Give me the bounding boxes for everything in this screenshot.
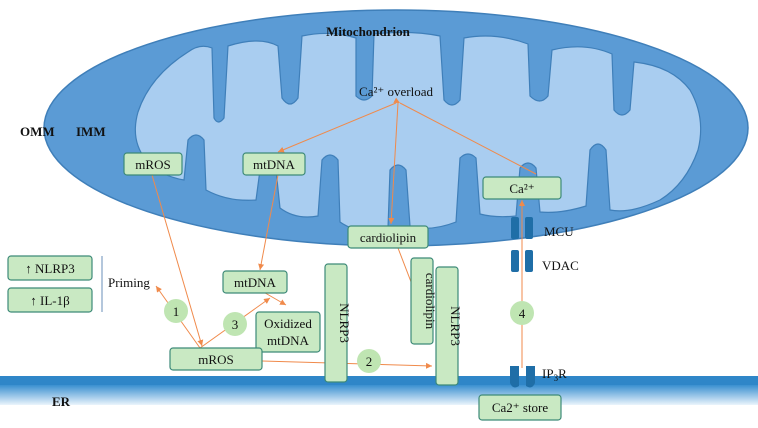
mcu-label: MCU xyxy=(544,224,574,239)
ca-store-text: Ca2⁺ store xyxy=(492,400,549,415)
cardiolipin-imm-box xyxy=(347,225,429,249)
omm-label: OMM xyxy=(20,124,55,139)
vdac-label: VDAC xyxy=(542,258,579,273)
nlrp3-up-box xyxy=(7,255,93,281)
step-4-circle xyxy=(510,301,534,325)
er-label: ER xyxy=(52,394,71,409)
step-3-label: 3 xyxy=(232,317,239,332)
cardiolipin-vert-text: cardiolipin xyxy=(423,273,438,330)
nlrp3-a-text: NLRP3 xyxy=(337,303,352,343)
mros-mito-text: mROS xyxy=(135,157,170,172)
mtdna-mid-box xyxy=(222,270,288,294)
er-membrane xyxy=(0,376,758,385)
nlrp3-a-box xyxy=(324,263,348,383)
step-1-circle xyxy=(164,299,188,323)
step-4-label: 4 xyxy=(519,306,526,321)
mitochondrion-title: Mitochondrion xyxy=(326,24,411,39)
ip3r-channel-icon xyxy=(510,366,535,388)
mtdna-mito-box xyxy=(242,152,306,176)
mtdna-mid-text: mtDNA xyxy=(234,275,277,290)
step-2-label: 2 xyxy=(366,354,373,369)
mcu-channel-icon xyxy=(511,217,533,239)
il1b-up-text: ↑ IL-1β xyxy=(30,293,70,308)
cardiolipin-imm-text: cardiolipin xyxy=(360,230,417,245)
vdac-channel-icon xyxy=(511,250,533,272)
step-1-label: 1 xyxy=(173,304,180,319)
nlrp3-b-text: NLRP3 xyxy=(448,306,463,346)
cardiolipin-vert-box xyxy=(410,257,434,345)
nlrp3-up-text: ↑ NLRP3 xyxy=(25,261,74,276)
ca-mito-text: Ca²⁺ xyxy=(509,181,534,196)
mros-bottom-text: mROS xyxy=(198,352,233,367)
mros-mito-box xyxy=(123,152,183,176)
ca-mito-box xyxy=(482,176,562,200)
mtdna-mito-text: mtDNA xyxy=(253,157,296,172)
nlrp3-b-box xyxy=(435,266,459,386)
ca-overload-label: Ca²⁺ overload xyxy=(359,84,433,99)
imm-label: IMM xyxy=(76,124,106,139)
mros-bottom-box xyxy=(169,347,263,371)
oxidized-mtdna-line2: mtDNA xyxy=(267,333,310,348)
er-lumen xyxy=(0,385,758,405)
step-3-circle xyxy=(223,312,247,336)
ca-store-box xyxy=(478,394,562,421)
ip3r-label: IP3R xyxy=(542,366,567,383)
priming-label: Priming xyxy=(108,275,150,290)
il1b-up-box xyxy=(7,287,93,313)
step-2-circle xyxy=(357,349,381,373)
oxidized-mtdna-line1: Oxidized xyxy=(264,316,312,331)
oxidized-mtdna-box xyxy=(255,311,321,353)
